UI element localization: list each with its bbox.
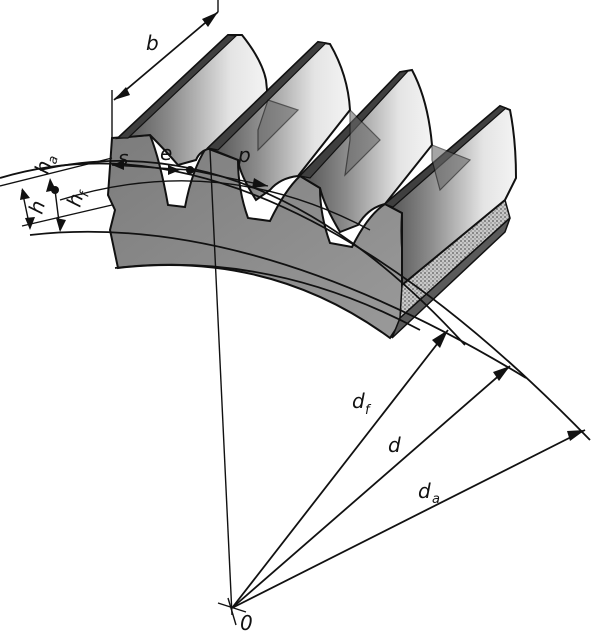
label-s: s <box>118 146 128 170</box>
gear-teeth <box>115 34 518 288</box>
label-ha: h <box>30 158 56 176</box>
label-hf-sub: f <box>77 188 93 199</box>
label-df: d <box>352 389 365 413</box>
label-df-sub: f <box>365 403 372 418</box>
label-center: 0 <box>240 611 253 633</box>
tooth-4 <box>383 104 518 288</box>
label-b: b <box>146 31 159 55</box>
label-ha-sub: a <box>45 154 62 166</box>
label-h: h <box>24 198 50 216</box>
label-d: d <box>388 433 401 457</box>
label-e: e <box>160 141 172 165</box>
tooth-1 <box>115 34 270 167</box>
label-p: p <box>237 143 251 167</box>
label-da-sub: a <box>432 492 440 507</box>
labels: b s e p h a h f h d f d d a 0 <box>24 31 440 633</box>
label-da: d <box>418 479 431 503</box>
gear-body <box>106 133 511 340</box>
label-hf: h <box>62 191 88 209</box>
